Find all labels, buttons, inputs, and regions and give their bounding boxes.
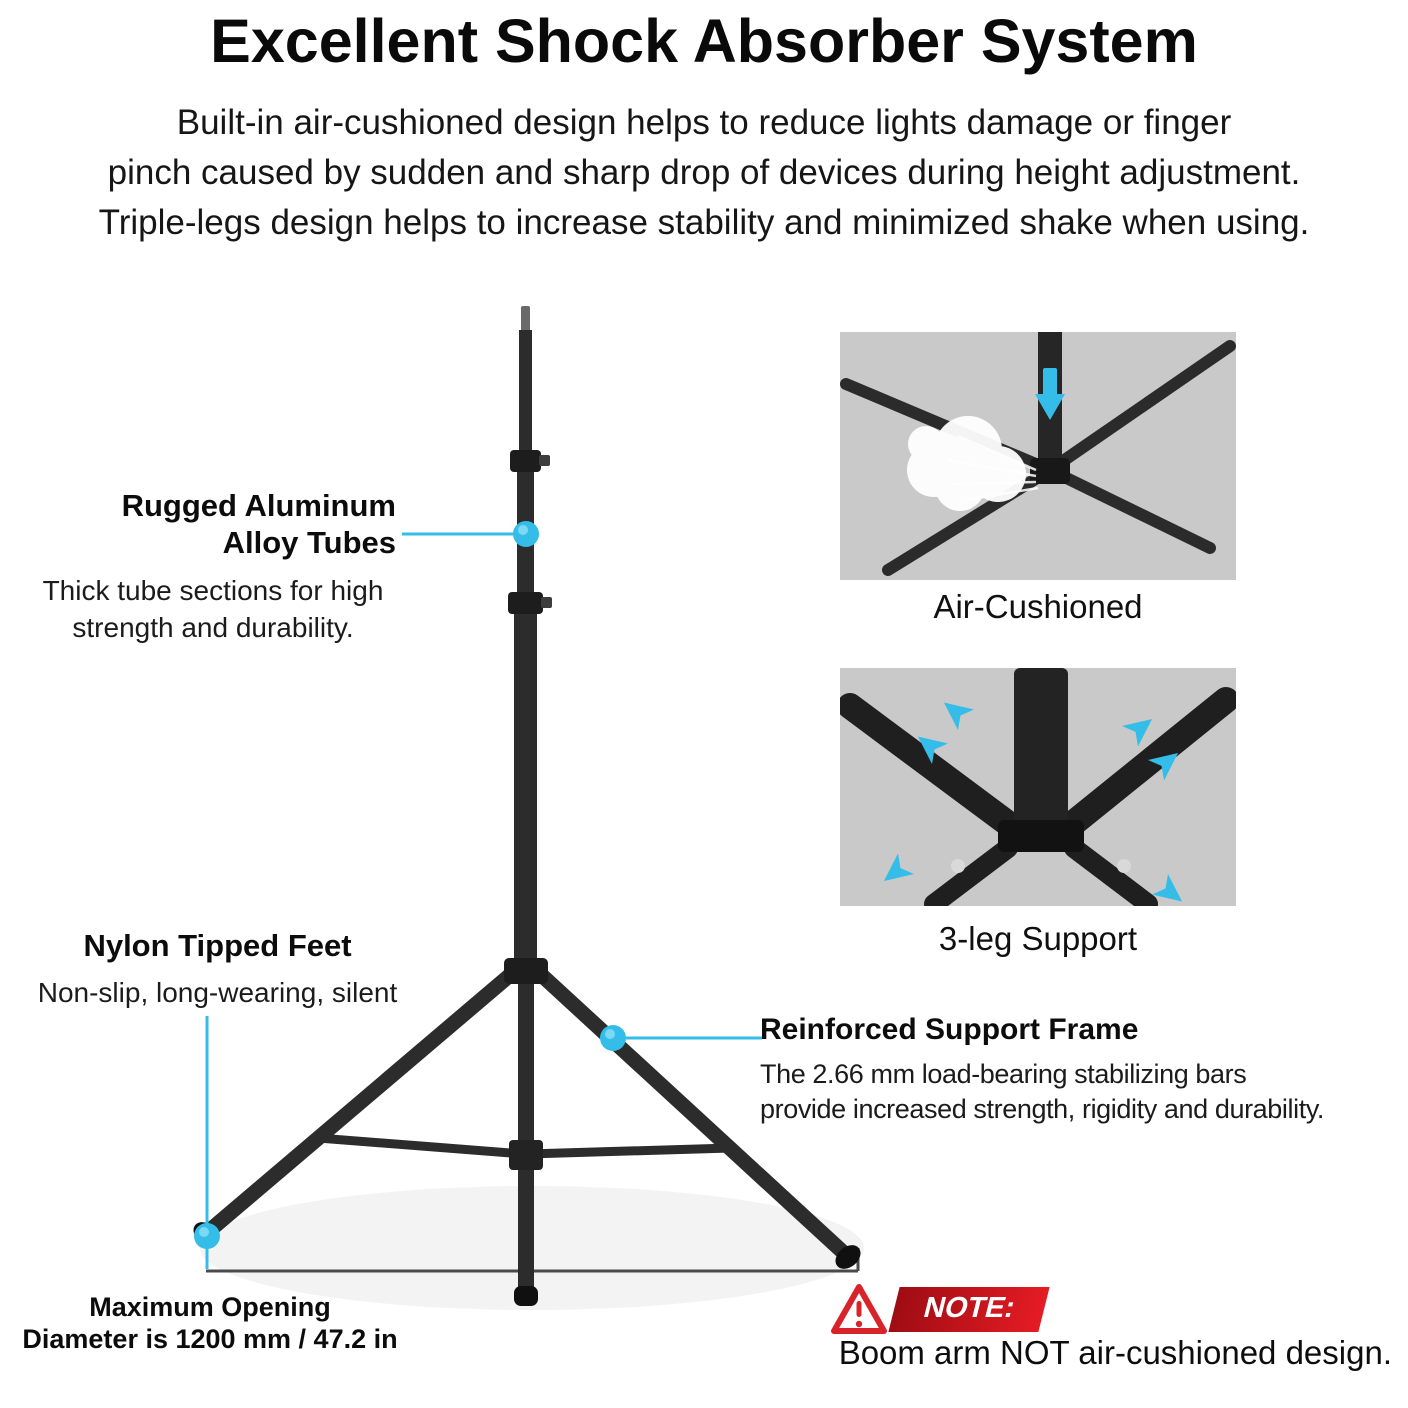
callout-nylon-feet-title: Nylon Tipped Feet bbox=[83, 928, 352, 963]
callout-support-frame: Reinforced Support Frame The 2.66 mm loa… bbox=[760, 1012, 1408, 1128]
callout-max-opening-label: Maximum Opening Diameter is 1200 mm / 47… bbox=[22, 1292, 398, 1354]
inset-3-leg-support bbox=[840, 668, 1236, 906]
inset-3-leg-support-label: 3-leg Support bbox=[938, 920, 1138, 957]
inset-air-cushioned bbox=[840, 332, 1236, 580]
closeup-hub bbox=[1030, 458, 1070, 484]
spread-arrow-icons bbox=[883, 702, 1183, 902]
tripod-pole bbox=[504, 306, 552, 984]
three-leg-closeup bbox=[840, 668, 1236, 906]
callout-aluminum-tubes-title: Rugged Aluminum Alloy Tubes bbox=[121, 488, 396, 560]
tripod-legs bbox=[201, 962, 853, 1302]
callout-nylon-feet: Nylon Tipped Feet Non-slip, long-wearing… bbox=[5, 928, 430, 1011]
closeup-legs bbox=[840, 687, 1236, 906]
callout-nylon-feet-desc: Non-slip, long-wearing, silent bbox=[37, 976, 398, 1008]
note-text: Boom arm NOT air-cushioned design. bbox=[838, 1334, 1392, 1371]
callout-support-frame-desc: The 2.66 mm load-bearing stabilizing bar… bbox=[760, 1059, 1325, 1125]
note-badge: NOTE: bbox=[888, 1286, 1050, 1332]
hinge-pin bbox=[951, 859, 965, 873]
page-title: Excellent Shock Absorber System bbox=[210, 7, 1198, 75]
support-braces bbox=[313, 1133, 736, 1159]
closeup-hub bbox=[998, 820, 1084, 852]
warning-triangle-icon bbox=[831, 1284, 887, 1334]
subtitle-text: Built-in air-cushioned design helps to r… bbox=[98, 103, 1310, 243]
callout-support-frame-title: Reinforced Support Frame bbox=[760, 1013, 1139, 1046]
inset-air-cushioned-label: Air-Cushioned bbox=[933, 588, 1143, 625]
air-puff-cloud bbox=[907, 416, 1026, 511]
closeup-pole bbox=[1014, 668, 1068, 830]
down-arrow-icon bbox=[1035, 368, 1065, 420]
note-banner: NOTE: bbox=[830, 1282, 1050, 1336]
callout-dots bbox=[194, 521, 626, 1249]
air-cushioned-closeup bbox=[840, 332, 1236, 576]
brace-collar bbox=[509, 1140, 543, 1170]
callout-max-opening: Maximum Opening Diameter is 1200 mm / 47… bbox=[0, 1292, 420, 1356]
hinge-pin bbox=[1117, 859, 1131, 873]
callout-aluminum-tubes-desc: Thick tube sections for high strength an… bbox=[42, 575, 384, 643]
callout-aluminum-tubes: Rugged Aluminum Alloy Tubes Thick tube s… bbox=[30, 488, 396, 646]
